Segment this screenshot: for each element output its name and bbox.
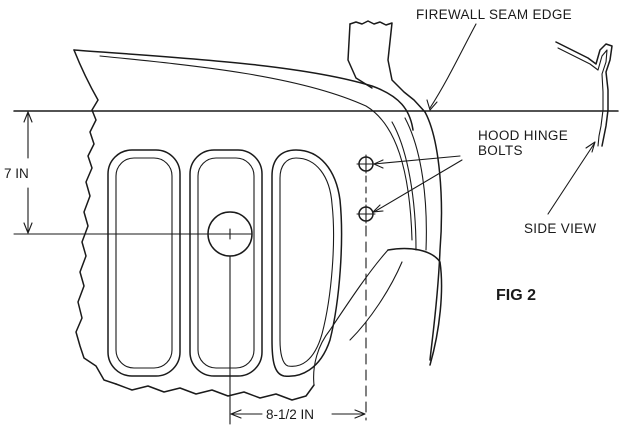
side-view-label: SIDE VIEW [524,221,596,236]
opening-center [189,149,263,377]
hood-hinge-bolts-label-line2: BOLTS [478,143,523,158]
vertical-dimension-label: 7 IN [4,166,29,181]
bolt-upper [356,154,376,174]
leader-lines [372,23,596,215]
hood-hinge-bolts [356,154,376,421]
hood-hinge-bolts-label-line1: HOOD HINGE [478,128,568,143]
figure-label: FIG 2 [496,287,536,304]
panel-openings [107,149,343,378]
bolt-lower [356,204,376,224]
horizontal-dimension-label: 8-1/2 IN [266,407,314,422]
opening-left [107,149,181,377]
fender-panel [73,20,443,401]
dimension-lines [13,110,619,425]
opening-right [271,149,343,378]
side-view-detail [555,41,613,147]
firewall-seam-edge-label: FIREWALL SEAM EDGE [416,7,572,22]
